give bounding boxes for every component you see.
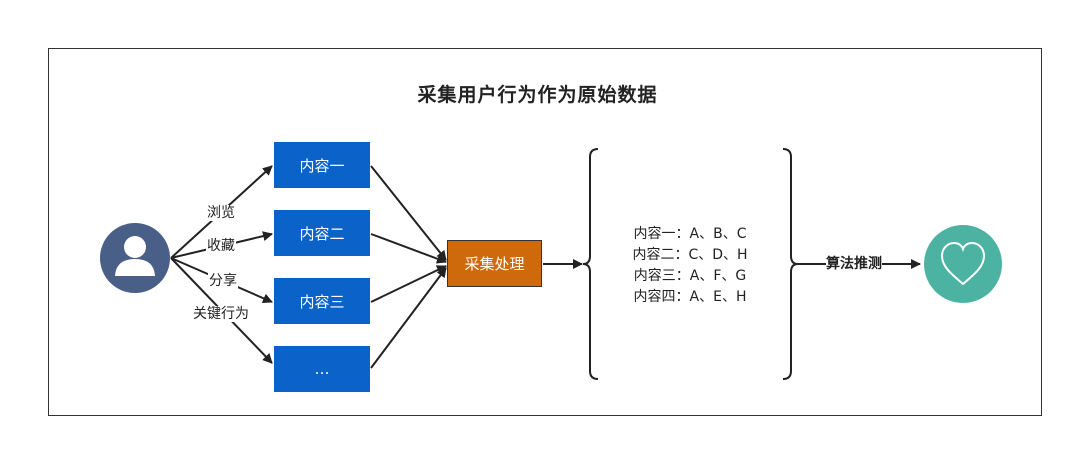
mapping-item: 内容二：C、D、H xyxy=(632,247,748,263)
diagram-frame xyxy=(48,48,1042,416)
content-box-3: 内容三 xyxy=(274,278,370,324)
user-icon xyxy=(100,223,170,293)
content-box-1: 内容一 xyxy=(274,142,370,188)
mapping-item: 内容一：A、B、C xyxy=(633,226,747,242)
action-label-key: 关键行为 xyxy=(192,306,250,322)
right-brace xyxy=(782,148,799,380)
algorithm-label: 算法推测 xyxy=(826,256,882,272)
edge-content3-process xyxy=(370,265,447,303)
action-label-share: 分享 xyxy=(208,273,238,289)
edge-content2-process xyxy=(370,233,447,264)
mapping-item: 内容四：A、E、H xyxy=(633,289,747,305)
edge-content1-process xyxy=(370,165,447,261)
edge-content4-process xyxy=(370,267,447,369)
heart-icon xyxy=(924,225,1002,303)
action-label-browse: 浏览 xyxy=(206,205,236,221)
diagram-title: 采集用户行为作为原始数据 xyxy=(417,84,658,106)
mapping-item: 内容三：A、F、G xyxy=(633,268,747,284)
mapping-list: 内容一：A、B、C 内容二：C、D、H 内容三：A、F、G 内容四：A、E、H xyxy=(600,224,780,308)
content-box-4: … xyxy=(274,346,370,392)
left-brace xyxy=(582,148,599,380)
process-box: 采集处理 xyxy=(447,240,542,287)
content-box-2: 内容二 xyxy=(274,210,370,256)
action-label-collect: 收藏 xyxy=(206,238,236,254)
